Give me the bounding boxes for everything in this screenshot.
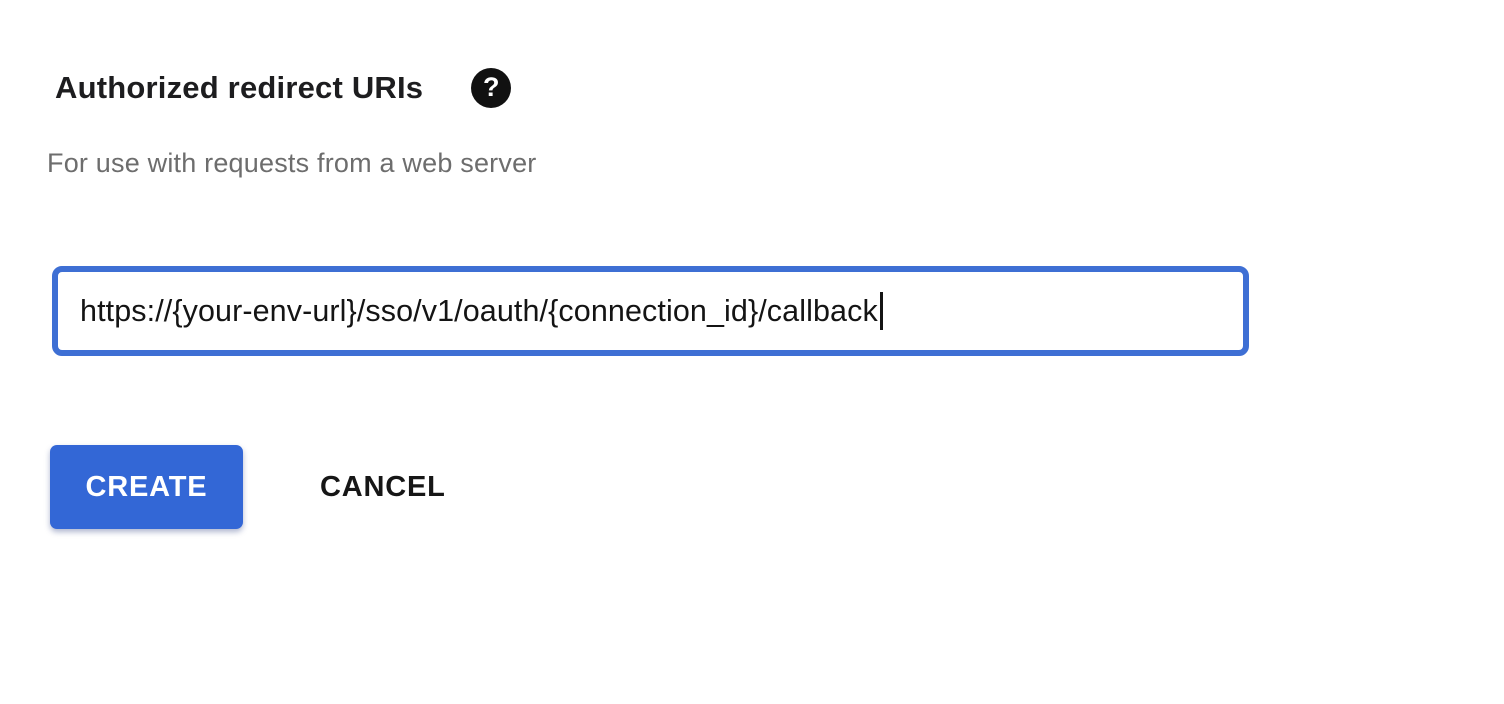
heading-row: Authorized redirect URIs ? [55,68,512,108]
redirect-uri-value: https://{your-env-url}/sso/v1/oauth/{con… [80,293,878,328]
redirect-uri-input[interactable]: https://{your-env-url}/sso/v1/oauth/{con… [52,266,1249,356]
text-caret [879,292,883,330]
form-subtitle: For use with requests from a web server [47,148,537,178]
cancel-button[interactable]: CANCEL [310,445,456,529]
create-button[interactable]: CREATE [50,445,243,529]
help-question-circle-icon[interactable]: ? [471,68,512,108]
page-title: Authorized redirect URIs [55,70,424,105]
